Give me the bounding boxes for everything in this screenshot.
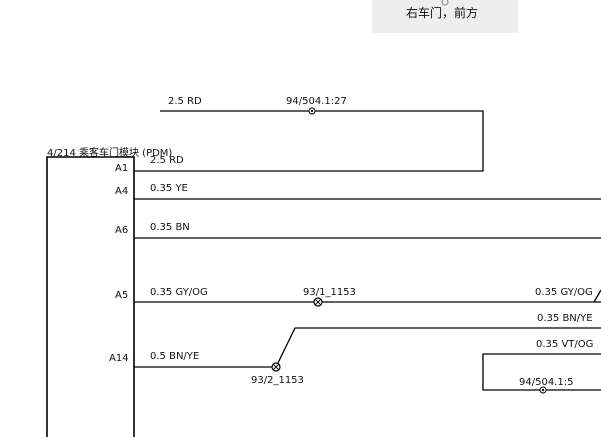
wire-label-a14: 0.5 BN/YE <box>150 351 199 362</box>
connector-label-c4: 94/504.1:5 <box>519 377 573 388</box>
wire-label-a6: 0.35 BN <box>150 222 190 233</box>
connector-dot-c1 <box>310 109 314 113</box>
wire-label-a1-top: 2.5 RD <box>168 96 202 107</box>
module-title: 4/214 乘客车门模块 (PDM) <box>47 146 172 159</box>
pin-label-a5: A5 <box>115 290 128 301</box>
connector-dot-c4 <box>541 388 545 392</box>
wire-label-bnye-right: 0.35 BN/YE <box>537 313 593 324</box>
location-label: 右车门，前方 <box>406 5 478 20</box>
pin-label-a14: A14 <box>109 353 129 364</box>
connector-label-c1: 94/504.1:27 <box>286 96 347 107</box>
wire-a14 <box>134 327 601 368</box>
pin-label-a4: A4 <box>115 186 128 197</box>
connector-label-c3: 93/2_1153 <box>251 375 304 386</box>
wire-label-a5-right: 0.35 GY/OG <box>535 287 593 298</box>
wire-label-a4: 0.35 YE <box>150 183 188 194</box>
wire-label-a1-inner: 2.5 RD <box>150 155 184 166</box>
wire-a1-loop <box>134 110 484 172</box>
splice-cross-c3 <box>272 363 280 371</box>
wire-label-a5-left: 0.35 GY/OG <box>150 287 208 298</box>
connector-label-c2: 93/1_1153 <box>303 287 356 298</box>
splice-cross-c2 <box>314 298 322 306</box>
wire-a5-break <box>593 289 601 303</box>
pin-label-a6: A6 <box>115 225 128 236</box>
module-box <box>46 156 135 437</box>
header-marker-icon <box>441 0 449 6</box>
pin-label-a1: A1 <box>115 163 128 174</box>
wire-label-vtog-right: 0.35 VT/OG <box>536 339 593 350</box>
